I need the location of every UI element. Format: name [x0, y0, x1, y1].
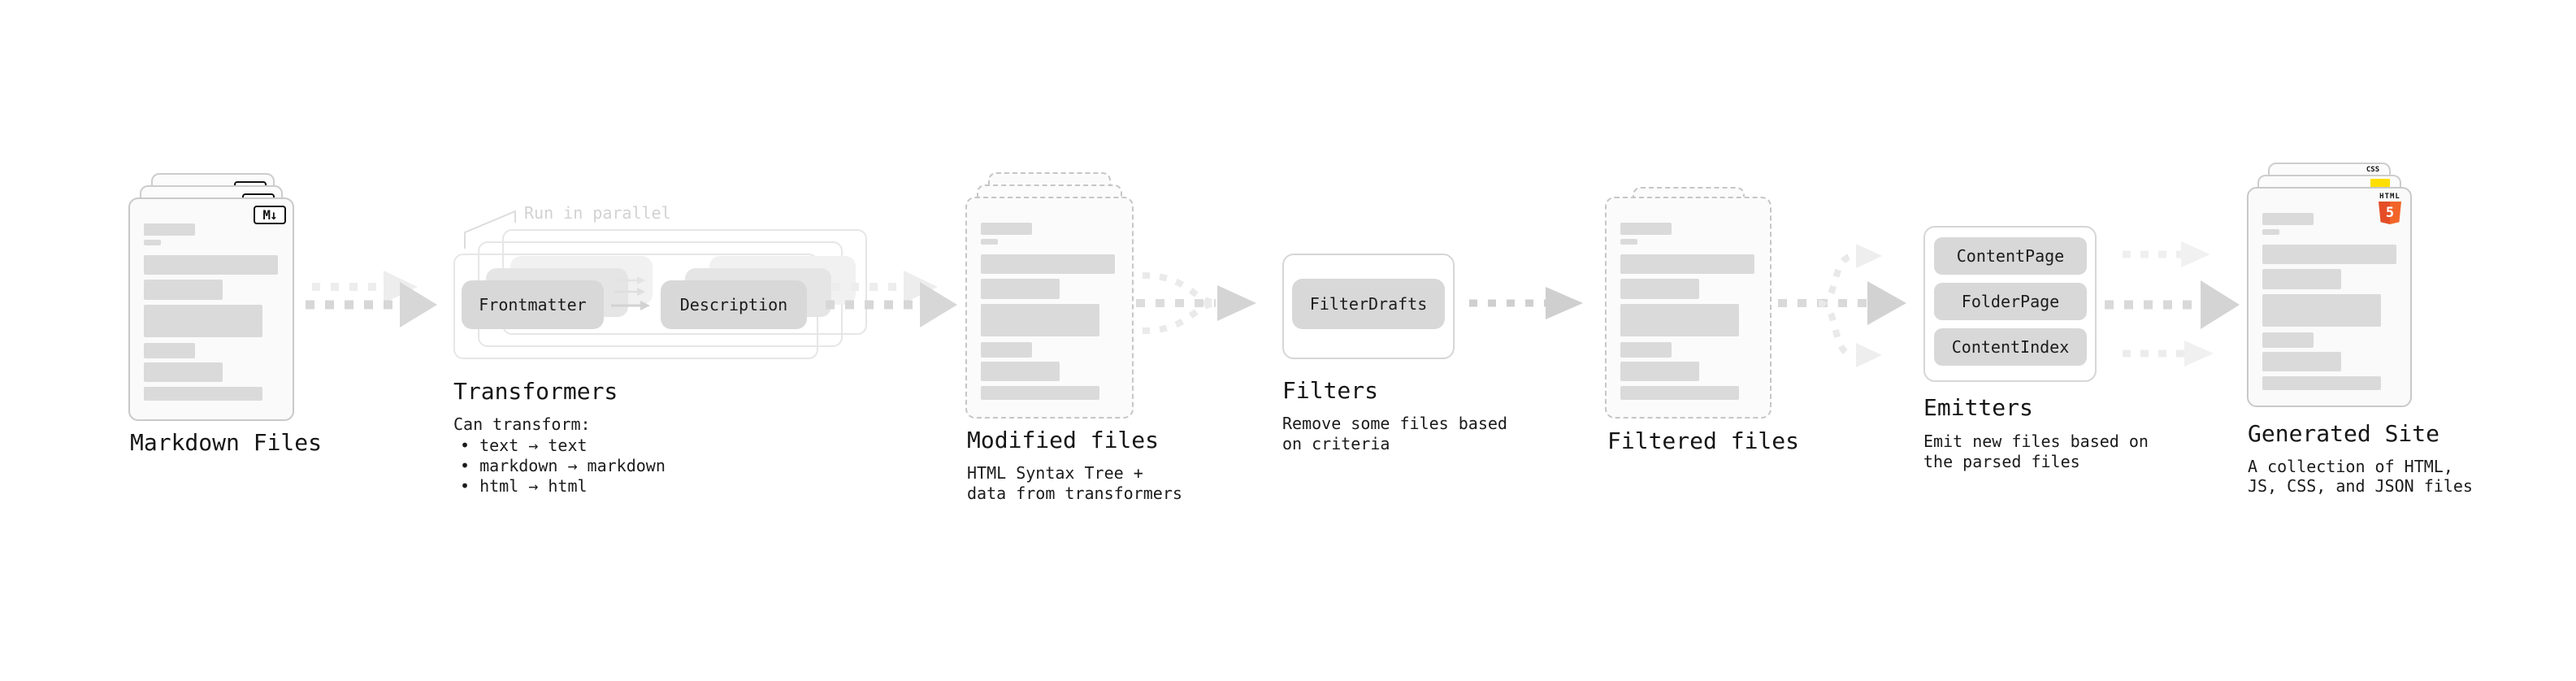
document-content-placeholder [981, 223, 1115, 400]
transformers-bullet: • html → html [460, 476, 588, 496]
document-content-placeholder [1620, 223, 1754, 400]
pill-link-arrows-icon [611, 276, 650, 310]
generated-file-card-front: HTML 5 [2247, 187, 2412, 407]
transformers-bullet: • markdown → markdown [460, 456, 666, 475]
folderpage-pill: FolderPage [1934, 283, 2087, 320]
parallel-dashed-arrows-icon [2105, 241, 2240, 367]
converging-dashed-arrow-icon [1136, 272, 1256, 334]
markdown-icon: M↓ [254, 206, 286, 224]
transformers-desc-title: Can transform: [453, 414, 591, 434]
emitters-desc: the parsed files [1923, 452, 2080, 471]
generated-site-desc: JS, CSS, and JSON files [2248, 476, 2473, 496]
filters-desc: on criteria [1282, 434, 1390, 453]
modified-file-card-front [965, 197, 1134, 419]
annotation-leader-line [464, 210, 516, 249]
markdown-file-card-front: M↓ [128, 197, 294, 421]
filterdrafts-pill: FilterDrafts [1292, 279, 1445, 329]
modified-files-desc: HTML Syntax Tree + [967, 463, 1143, 483]
markdown-files-label: Markdown Files [130, 429, 323, 456]
emitters-label: Emitters [1923, 394, 2033, 421]
document-content-placeholder [144, 223, 278, 401]
javascript-icon [2370, 179, 2390, 188]
filtered-files-label: Filtered files [1607, 427, 1800, 454]
description-pill: Description [661, 280, 807, 329]
run-in-parallel-annotation: Run in parallel [524, 203, 671, 223]
dashed-arrow-icon [1469, 287, 1583, 319]
generated-site-label: Generated Site [2248, 420, 2440, 447]
generated-site-desc: A collection of HTML, [2248, 457, 2453, 476]
dashed-arrow-icon [306, 271, 437, 327]
fanout-dashed-arrow-icon [1778, 244, 1906, 367]
filters-label: Filters [1282, 377, 1379, 404]
contentpage-pill: ContentPage [1934, 237, 2087, 275]
modified-files-label: Modified files [967, 427, 1160, 453]
transformers-bullet: • text → text [460, 436, 588, 455]
transformers-label: Transformers [453, 378, 618, 405]
contentindex-pill: ContentIndex [1934, 328, 2087, 366]
modified-files-desc: data from transformers [967, 484, 1182, 503]
html5-icon: HTML 5 [2378, 193, 2402, 224]
frontmatter-pill: Frontmatter [462, 280, 604, 329]
dashed-arrow-icon [826, 271, 957, 327]
document-content-placeholder [2262, 213, 2396, 390]
filtered-file-card-front [1605, 197, 1772, 419]
emitters-desc: Emit new files based on [1923, 432, 2149, 451]
filters-desc: Remove some files based [1282, 414, 1507, 433]
